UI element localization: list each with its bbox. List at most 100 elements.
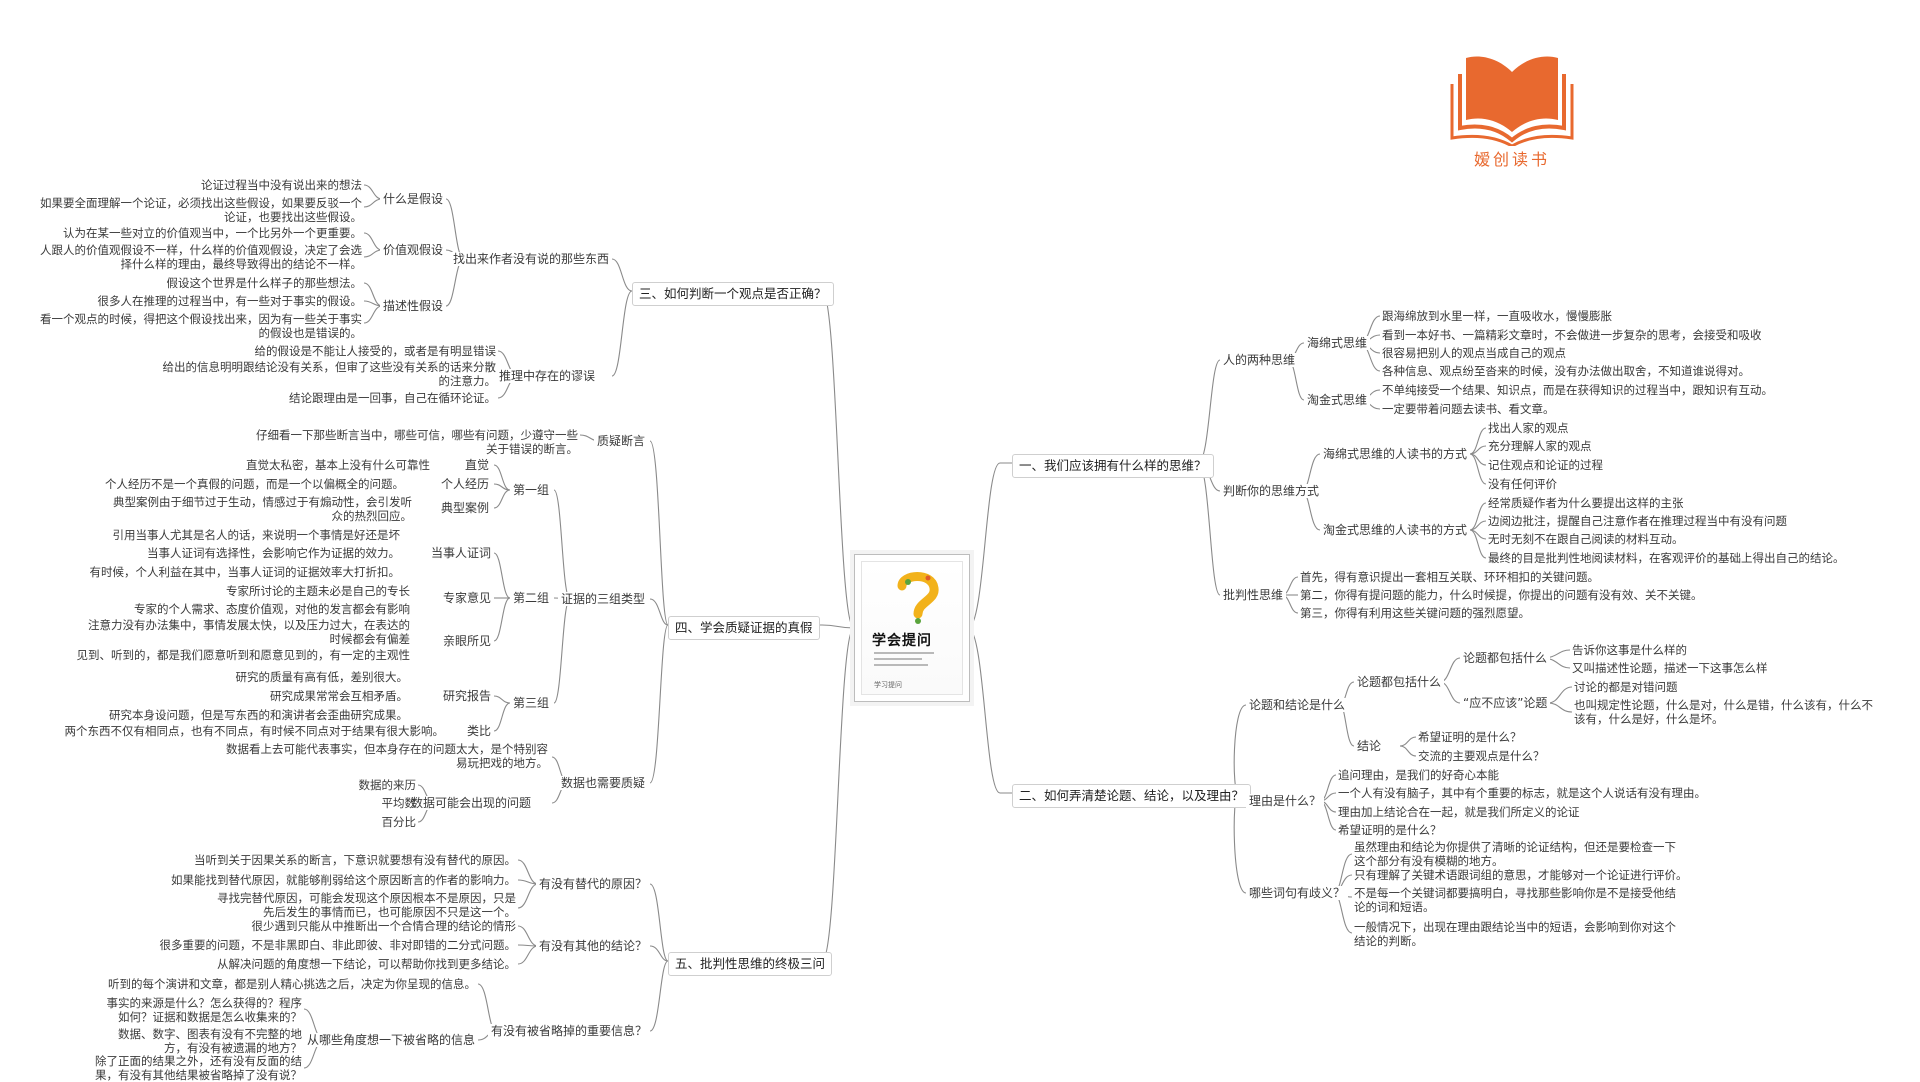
open-book-logo-icon	[1450, 56, 1574, 148]
node-group-1[interactable]: 第一组	[509, 483, 552, 497]
node-omitted-angles[interactable]: 从哪些角度想一下被省略的信息	[303, 1033, 478, 1047]
leaf: 平均数	[381, 796, 417, 810]
leaf: 一个人有没有脑子，其中有个重要的标志，就是这个人说话有没有理由。	[1338, 786, 1706, 800]
branch-judge-viewpoint[interactable]: 三、如何判断一个观点是否正确？	[632, 282, 834, 306]
node-typical-case[interactable]: 典型案例	[437, 501, 492, 515]
leaf: 事实的来源是什么？怎么获得的？程序如何？证据和数据是怎么收集来的？	[106, 996, 303, 1024]
leaf: 理由加上结论合在一起，就是我们所定义的论证	[1338, 805, 1580, 819]
question-mark-icon	[897, 572, 939, 624]
node-eyewitness[interactable]: 亲眼所见	[439, 634, 494, 648]
leaf: 希望证明的是什么？	[1338, 823, 1442, 837]
leaf: 如果要全面理解一个论证，必须找出这些假设，如果要反驳一个论证，也要找出这些假设。	[40, 196, 362, 224]
branch-thinking-modes[interactable]: 一、我们应该拥有什么样的思维？	[1012, 454, 1214, 478]
leaf: 研究的质量有高有低，差别很大。	[235, 670, 409, 684]
leaf: 典型案例由于细节过于生动，情感过于有煽动性，会引发听众的热烈回应。	[113, 495, 412, 523]
node-sponge-reading[interactable]: 海绵式思维的人读书的方式	[1320, 447, 1471, 461]
node-value-assumption[interactable]: 价值观假设	[379, 243, 446, 257]
node-issue-includes[interactable]: 论题都包括什么	[1354, 675, 1445, 689]
cover-stripe	[874, 658, 922, 660]
leaf: 首先，得有意识提出一套相互关联、环环相扣的关键问题。	[1300, 570, 1599, 584]
node-gold-reading[interactable]: 淘金式思维的人读书的方式	[1320, 523, 1471, 537]
node-omitted-information[interactable]: 有没有被省略掉的重要信息？	[487, 1024, 650, 1038]
leaf: 很少遇到只能从中推断出一个合情合理的结论的情形	[251, 919, 517, 933]
node-intuition[interactable]: 直觉	[461, 458, 492, 472]
node-what-reasons[interactable]: 理由是什么？	[1246, 794, 1325, 808]
leaf: 数据、数字、图表有没有不完整的地方，有没有被遗漏的地方？	[118, 1027, 302, 1055]
node-three-evidence-groups[interactable]: 证据的三组类型	[557, 592, 648, 606]
leaf: 第三，你得有利用这些关键问题的强烈愿望。	[1300, 606, 1530, 620]
book-author: 学习提问	[874, 681, 902, 689]
leaf: 专家的个人需求、态度价值观，对他的发言都会有影响	[134, 602, 410, 616]
node-should-issue[interactable]: “应不应该”论题	[1460, 696, 1551, 710]
leaf: 又叫描述性论题，描述一下这事怎么样	[1572, 661, 1768, 675]
book-title: 学会提问	[872, 633, 932, 649]
node-ambiguous-words[interactable]: 哪些词句有歧义？	[1246, 886, 1349, 900]
central-book-cover[interactable]: 学会提问 学习提问	[854, 554, 970, 702]
node-analogy[interactable]: 类比	[463, 724, 494, 738]
node-reasoning-fallacy[interactable]: 推理中存在的谬误	[495, 369, 598, 383]
leaf: 有时候，个人利益在其中，当事人证词的证据效率大打折扣。	[89, 565, 401, 579]
node-question-data[interactable]: 数据也需要质疑	[557, 776, 648, 790]
leaf: 论证过程当中没有说出来的想法	[201, 178, 362, 192]
leaf: 百分比	[381, 815, 417, 829]
node-question-claims[interactable]: 质疑断言	[593, 434, 648, 448]
branch-question-evidence[interactable]: 四、学会质疑证据的真假	[668, 616, 820, 640]
leaf: 告诉你这事是什么样的	[1572, 643, 1687, 657]
node-issue-includes-descriptive[interactable]: 论题都包括什么	[1460, 651, 1551, 665]
node-descriptive-assumption[interactable]: 描述性假设	[379, 299, 446, 313]
brand-logo: 嫒创读书	[1440, 50, 1584, 175]
leaf: 交流的主要观点是什么？	[1418, 749, 1545, 763]
node-group-3[interactable]: 第三组	[509, 696, 552, 710]
node-judge-your-thinking[interactable]: 判断你的思维方式	[1220, 484, 1323, 498]
leaf: 跟海绵放到水里一样，一直吸收水，慢慢膨胀	[1382, 309, 1612, 323]
leaf: 当听到关于因果关系的断言，下意识就要想有没有替代的原因。	[194, 853, 516, 867]
node-research-report[interactable]: 研究报告	[439, 689, 494, 703]
leaf: 不是每一个关键词都要搞明白，寻找那些影响你是不是接受他结论的词和短语。	[1354, 886, 1676, 914]
leaf: 也叫规定性论题，什么是对，什么是错，什么该有，什么不该有，什么是好，什么是坏。	[1574, 698, 1873, 726]
leaf: 数据的来历	[358, 778, 417, 792]
leaf: 各种信息、观点纷至沓来的时候，没有办法做出取舍，不知道谁说得对。	[1382, 364, 1750, 378]
node-other-conclusions[interactable]: 有没有其他的结论？	[535, 939, 650, 953]
branch-issue-conclusion-reason[interactable]: 二、如何弄清楚论题、结论，以及理由？	[1012, 784, 1252, 808]
node-group-2[interactable]: 第二组	[509, 591, 552, 605]
leaf: 只有理解了关键术语跟词组的意思，才能够对一个论证进行评价。	[1354, 868, 1688, 882]
node-gold-panning-thinking[interactable]: 淘金式思维	[1304, 393, 1371, 407]
leaf: 希望证明的是什么？	[1418, 730, 1522, 744]
node-personal-experience[interactable]: 个人经历	[437, 477, 492, 491]
node-expert-opinion[interactable]: 专家意见	[439, 591, 494, 605]
leaf: 当事人证词有选择性，会影响它作为证据的效力。	[147, 546, 400, 560]
node-sponge-thinking[interactable]: 海绵式思维	[1304, 336, 1371, 350]
leaf: 第二，你得有提问题的能力，什么时候提，你提出的问题有没有效、关不关键。	[1300, 588, 1703, 602]
node-what-is-assumption[interactable]: 什么是假设	[379, 192, 446, 206]
node-alternative-causes[interactable]: 有没有替代的原因？	[535, 877, 650, 891]
leaf: 很多重要的问题，不是非黑即白、非此即彼、非对即错的二分式问题。	[159, 938, 517, 952]
leaf: 给出的信息明明跟结论没有关系，但审了这些没有关系的话来分散的注意力。	[162, 360, 497, 388]
node-two-thinking[interactable]: 人的两种思维	[1220, 353, 1299, 367]
leaf: 引用当事人尤其是名人的话，来说明一个事情是好还是坏	[112, 528, 401, 542]
branch-ultimate-questions[interactable]: 五、批判性思维的终极三问	[668, 952, 833, 976]
leaf: 很容易把别人的观点当成自己的观点	[1382, 346, 1566, 360]
leaf: 一般情况下，出现在理由跟结论当中的短语，会影响到你对这个结论的判断。	[1354, 920, 1676, 948]
leaf: 结论跟理由是一回事，自己在循环论证。	[289, 391, 496, 405]
leaf: 经常质疑作者为什么要提出这样的主张	[1488, 496, 1684, 510]
leaf: 除了正面的结果之外，还有没有反面的结果，有没有其他结果被省略掉了没有说？	[95, 1054, 302, 1082]
node-testimony[interactable]: 当事人证词	[427, 546, 494, 560]
leaf: 听到的每个演讲和文章，都是别人精心挑选之后，决定为你呈现的信息。	[108, 977, 476, 991]
node-issue-and-conclusion[interactable]: 论题和结论是什么	[1246, 698, 1349, 712]
node-conclusion[interactable]: 结论	[1354, 739, 1385, 753]
leaf: 从解决问题的角度想一下结论，可以帮助你找到更多结论。	[217, 957, 516, 971]
leaf: 找出人家的观点	[1488, 421, 1569, 435]
leaf: 最终的目是批判性地阅读材料，在客观评价的基础上得出自己的结论。	[1488, 551, 1845, 565]
node-data-problems[interactable]: 数据可能会出现的问题	[407, 796, 534, 810]
leaf: 边阅边批注，提醒自己注意作者在推理过程当中有没有问题	[1488, 514, 1787, 528]
node-find-unsaid[interactable]: 找出来作者没有说的那些东西	[449, 252, 612, 266]
leaf: 研究成果常常会互相矛盾。	[270, 689, 408, 703]
leaf: 很多人在推理的过程当中，有一些对于事实的假设。	[97, 294, 363, 308]
leaf: 研究本身设问题，但是写东西的和演讲者会歪曲研究成果。	[109, 708, 408, 722]
node-critical-thinking[interactable]: 批判性思维	[1220, 588, 1287, 602]
leaf: 寻找完替代原因，可能会发现这个原因根本不是原因，只是先后发生的事情而已，也可能原…	[217, 891, 516, 919]
leaf: 无时无刻不在跟自己阅读的材料互动。	[1488, 532, 1684, 546]
leaf: 给的假设是不能让人接受的，或者是有明显错误	[254, 344, 497, 358]
leaf: 个人经历不是一个真假的问题，而是一个以偏概全的问题。	[105, 477, 404, 491]
leaf: 注意力没有办法集中，事情发展太快，以及压力过大，在表达的时候都会有偏差	[88, 618, 410, 646]
